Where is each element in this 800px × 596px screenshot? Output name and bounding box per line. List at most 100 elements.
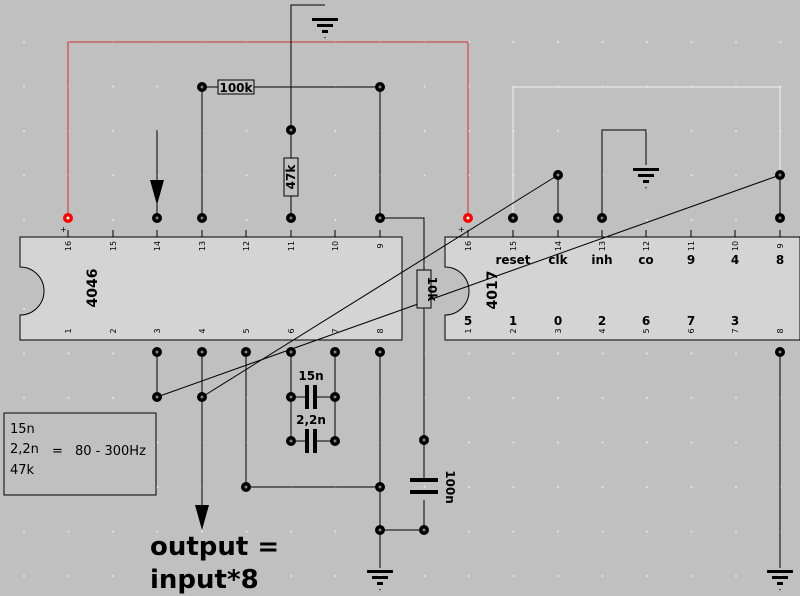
ground-icon: - <box>633 168 659 192</box>
pin-number: 2 <box>509 328 518 333</box>
grid-dot <box>690 174 693 177</box>
grid-dot <box>112 174 114 177</box>
grid-dot <box>468 486 470 488</box>
grid-dot <box>601 397 604 399</box>
grid-dot <box>468 530 470 533</box>
function-label: clk <box>548 253 568 267</box>
pin-number: 13 <box>198 241 207 251</box>
node-center <box>200 85 204 89</box>
node-center <box>333 395 337 399</box>
ground-icon: - <box>367 570 393 594</box>
capacitor-2-2n[interactable]: 2,2n <box>296 413 326 453</box>
grid-dot <box>512 41 515 43</box>
ground-label: - <box>645 183 648 192</box>
grid-dot <box>646 219 648 221</box>
grid-dot <box>601 530 604 533</box>
grid-dot <box>23 352 25 355</box>
node-center <box>778 350 782 354</box>
grid-dot <box>156 85 159 88</box>
node-center <box>333 350 337 354</box>
wire-pin4-to-4017-clk <box>201 174 559 398</box>
chip-4046-label: 4046 <box>85 269 101 308</box>
pin-number: 2 <box>109 328 118 333</box>
function-label: 4 <box>731 253 739 267</box>
junction-nodes <box>63 82 785 535</box>
ground-label: - <box>379 585 382 594</box>
node-center <box>378 216 382 220</box>
grid-dot <box>601 575 604 577</box>
pin-number: 8 <box>776 328 785 333</box>
grid-dot <box>690 530 693 533</box>
note-line-47k: 47k <box>10 463 35 478</box>
resistor-100k[interactable]: 100k <box>217 79 255 95</box>
grid-dot <box>646 397 648 399</box>
grid-dot <box>334 530 337 533</box>
grid-dot <box>334 575 337 577</box>
grid-dot <box>690 441 693 444</box>
resistor-10k[interactable]: 10k <box>416 269 439 309</box>
grid-dot <box>23 41 25 43</box>
pin-number: 6 <box>287 328 296 333</box>
node-center <box>511 216 515 220</box>
pin-number: 11 <box>287 241 296 251</box>
capacitor-icon <box>410 478 438 494</box>
pin-number: 3 <box>153 328 162 333</box>
node-center <box>378 485 382 489</box>
resistor-10k-label: 10k <box>425 277 439 303</box>
grid-dot <box>512 352 515 355</box>
node-center <box>422 528 426 532</box>
node-center <box>155 350 159 354</box>
grid-dot <box>334 219 337 221</box>
resistor-100k-label: 100k <box>219 81 253 95</box>
grid-dot <box>557 130 559 132</box>
node-center <box>289 128 293 132</box>
pin-number: 15 <box>109 241 118 251</box>
output-arrow <box>195 505 209 530</box>
grid-dot <box>423 486 426 488</box>
grid-dot <box>690 397 693 399</box>
capacitor-15n[interactable]: 15n <box>298 369 324 409</box>
note-frame <box>3 412 157 496</box>
resistor-icon <box>283 157 299 197</box>
ground-label: - <box>324 33 327 42</box>
pin-number: 10 <box>331 241 340 251</box>
pin-number: 8 <box>376 328 385 333</box>
capacitor-100n[interactable]: 100n <box>410 470 457 504</box>
grid-dot <box>112 397 114 399</box>
pin-number: 4 <box>198 328 207 333</box>
node-center <box>778 216 782 220</box>
capacitor-icon <box>305 385 317 409</box>
pin-number: 11 <box>687 241 696 251</box>
grid-dot <box>334 130 337 132</box>
pin-number: 14 <box>153 241 162 251</box>
grid-dot <box>557 530 559 533</box>
grid-dot <box>646 441 648 444</box>
grid-dot <box>290 575 292 577</box>
grid-dot <box>735 575 737 577</box>
grid-dot <box>557 397 559 399</box>
node-center <box>155 395 159 399</box>
capacitor-2-2n-label: 2,2n <box>296 413 326 427</box>
grid-dot <box>112 130 114 132</box>
node-center <box>422 438 426 442</box>
grid-dot <box>735 441 737 444</box>
grid-dot <box>601 441 604 444</box>
grid-dot <box>334 174 337 177</box>
grid-dot <box>557 575 559 577</box>
output-label-line1: output = <box>150 532 279 562</box>
function-label: 6 <box>642 314 650 328</box>
grid-dot <box>646 41 648 43</box>
ground-icon: - <box>767 570 793 594</box>
capacitor-icon <box>305 429 317 453</box>
grid-dot <box>245 130 248 132</box>
output-label-line2: input*8 <box>150 565 259 595</box>
resistor-47k[interactable]: 47k <box>283 157 299 197</box>
pin-number: 5 <box>242 328 251 333</box>
grid-dot <box>468 575 470 577</box>
